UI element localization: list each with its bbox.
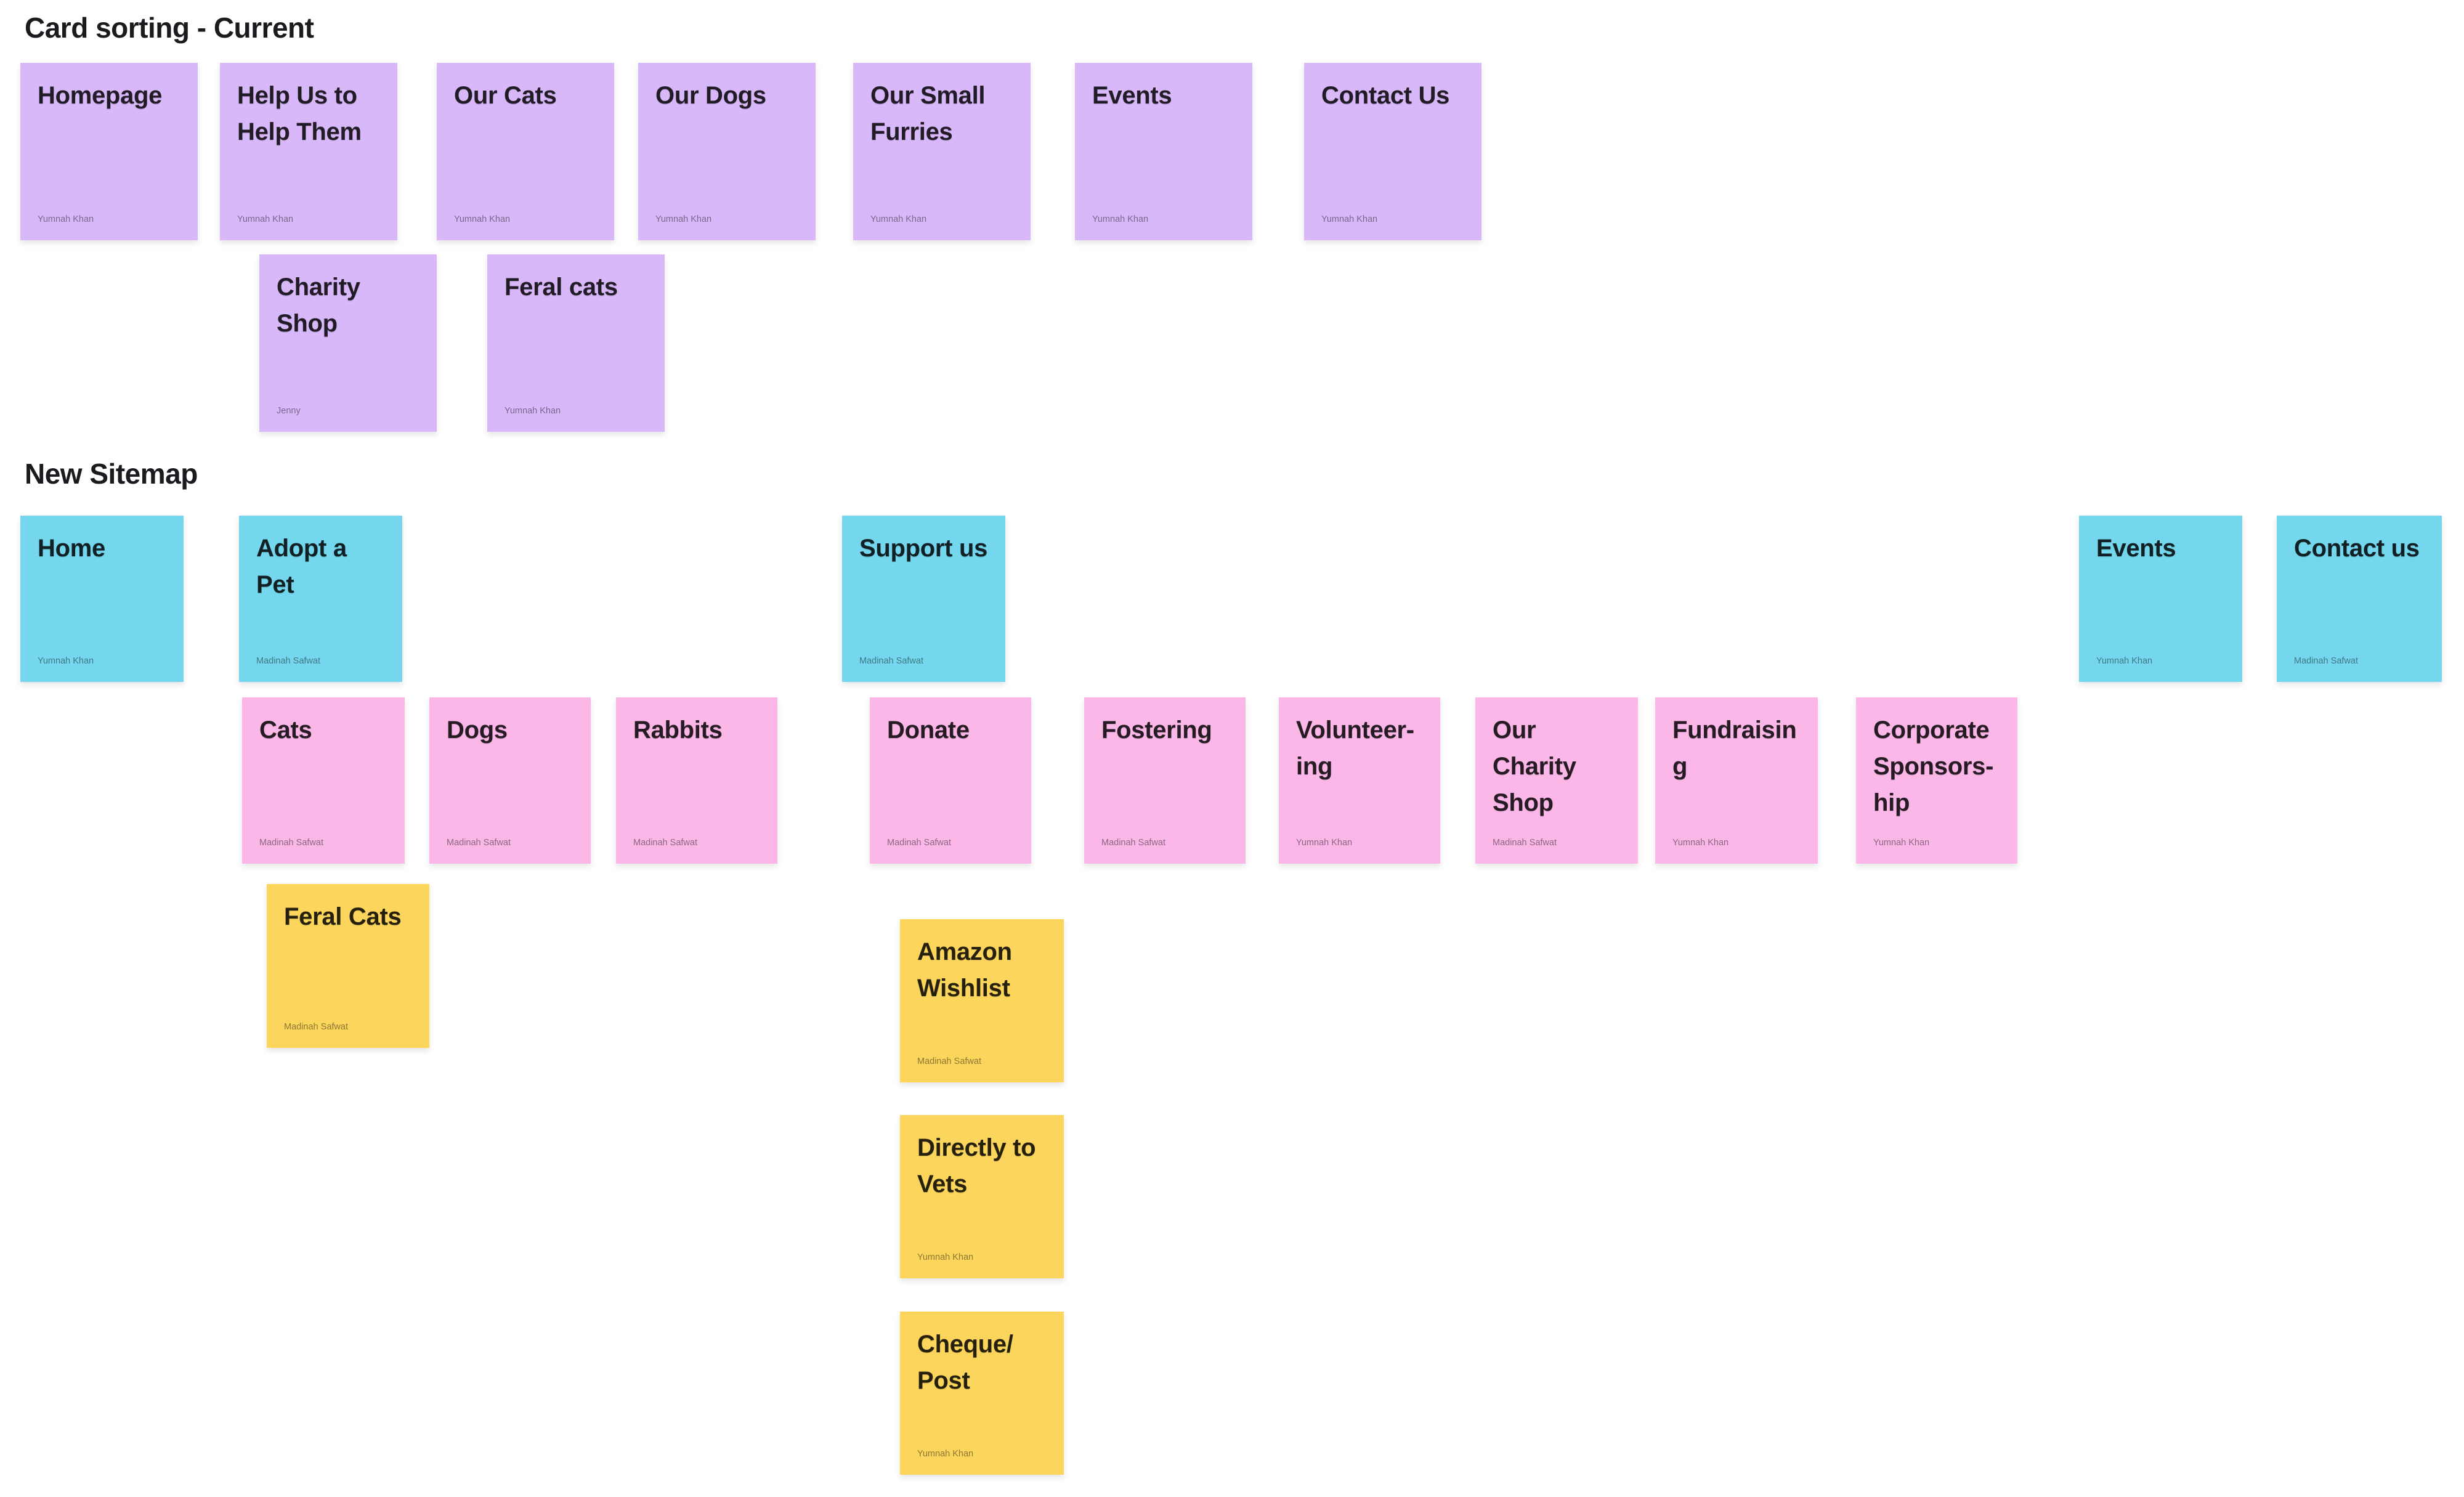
sticky-note-title: Help Us to Help Them — [237, 82, 362, 146]
sticky-note-title: Feral cats — [505, 274, 618, 301]
sticky-note-title: Our Dogs — [655, 82, 766, 109]
sticky-note-support-us[interactable]: Support us Madinah Safwat — [842, 516, 1005, 682]
sticky-note-events[interactable]: Events Yumnah Khan — [1075, 63, 1252, 240]
sticky-note-title: Fundraising — [1672, 716, 1797, 781]
sticky-note-author: Yumnah Khan — [2096, 656, 2153, 666]
sticky-note-author: Madinah Safwat — [2294, 656, 2358, 666]
sticky-note-title: Donate — [887, 716, 970, 744]
sticky-note-home[interactable]: Home Yumnah Khan — [20, 516, 184, 682]
sticky-note-title: Contact us — [2294, 535, 2420, 562]
sticky-note-author: Yumnah Khan — [1321, 214, 1378, 224]
sticky-note-title: Cheque/ Post — [917, 1331, 1013, 1395]
sticky-note-author: Yumnah Khan — [917, 1449, 974, 1459]
sticky-note-volunteer-ing[interactable]: Volunteer-ing Yumnah Khan — [1279, 697, 1440, 864]
sticky-note-author: Madinah Safwat — [859, 656, 923, 666]
sticky-note-title: Adopt a Pet — [256, 535, 347, 599]
sticky-note-our-charity-shop[interactable]: Our Charity Shop Madinah Safwat — [1475, 697, 1638, 864]
sticky-note-title: Feral Cats — [284, 903, 402, 930]
sticky-note-author: Yumnah Khan — [505, 406, 561, 416]
sticky-note-our-small-furries[interactable]: Our Small Furries Yumnah Khan — [853, 63, 1031, 240]
sticky-note-author: Yumnah Khan — [1092, 214, 1149, 224]
sticky-note-fostering[interactable]: Fostering Madinah Safwat — [1084, 697, 1246, 864]
sticky-note-author: Madinah Safwat — [256, 656, 320, 666]
sticky-note-charity-shop[interactable]: Charity Shop Jenny — [259, 254, 437, 432]
sticky-note-title: Cats — [259, 716, 312, 744]
sticky-note-author: Yumnah Khan — [917, 1252, 974, 1262]
sticky-note-author: Yumnah Khan — [454, 214, 511, 224]
sticky-note-title: Amazon Wishlist — [917, 938, 1012, 1002]
sticky-note-author: Madinah Safwat — [1493, 838, 1557, 848]
sticky-note-contact-us[interactable]: Contact Us Yumnah Khan — [1304, 63, 1481, 240]
sticky-note-title: Dogs — [447, 716, 508, 744]
sticky-note-title: Events — [2096, 535, 2176, 562]
sticky-note-title: Support us — [859, 535, 988, 562]
sticky-note-author: Jenny — [277, 406, 301, 416]
sticky-note-title: Fostering — [1101, 716, 1212, 744]
sticky-note-author: Yumnah Khan — [38, 214, 94, 224]
sticky-note-feral-cats[interactable]: Feral cats Yumnah Khan — [487, 254, 665, 432]
sticky-note-directly-to-vets[interactable]: Directly to Vets Yumnah Khan — [900, 1115, 1064, 1278]
section-title-card-sorting-current: Card sorting - Current — [25, 12, 314, 44]
sticky-note-title: Our Cats — [454, 82, 557, 109]
sticky-note-title: Events — [1092, 82, 1172, 109]
sticky-note-cheque-post[interactable]: Cheque/ Post Yumnah Khan — [900, 1312, 1064, 1475]
sticky-note-author: Madinah Safwat — [887, 838, 951, 848]
sticky-note-author: Yumnah Khan — [870, 214, 927, 224]
sticky-note-homepage[interactable]: Homepage Yumnah Khan — [20, 63, 198, 240]
sticky-note-title: Charity Shop — [277, 274, 360, 338]
sticky-note-author: Yumnah Khan — [237, 214, 294, 224]
sticky-note-fundraising[interactable]: Fundraising Yumnah Khan — [1655, 697, 1818, 864]
sticky-note-title: Our Charity Shop — [1493, 716, 1576, 817]
sticky-note-author: Yumnah Khan — [1296, 838, 1353, 848]
sticky-note-author: Madinah Safwat — [284, 1022, 348, 1032]
sticky-note-author: Yumnah Khan — [38, 656, 94, 666]
section-title-new-sitemap: New Sitemap — [25, 458, 198, 490]
sticky-note-corporate-sponsors-hip[interactable]: Corporate Sponsors-hip Yumnah Khan — [1856, 697, 2017, 864]
sticky-note-contact-us[interactable]: Contact us Madinah Safwat — [2277, 516, 2442, 682]
sticky-note-our-dogs[interactable]: Our Dogs Yumnah Khan — [638, 63, 816, 240]
sticky-note-title: Volunteer-ing — [1296, 716, 1414, 781]
sticky-note-our-cats[interactable]: Our Cats Yumnah Khan — [437, 63, 614, 240]
sticky-note-author: Madinah Safwat — [633, 838, 697, 848]
sticky-note-cats[interactable]: Cats Madinah Safwat — [242, 697, 405, 864]
sticky-note-author: Madinah Safwat — [1101, 838, 1165, 848]
sticky-note-feral-cats[interactable]: Feral Cats Madinah Safwat — [267, 884, 429, 1048]
sticky-note-adopt-a-pet[interactable]: Adopt a Pet Madinah Safwat — [239, 516, 402, 682]
sticky-note-author: Yumnah Khan — [1873, 838, 1930, 848]
sticky-note-amazon-wishlist[interactable]: Amazon Wishlist Madinah Safwat — [900, 919, 1064, 1082]
sticky-note-author: Madinah Safwat — [917, 1057, 981, 1066]
sticky-note-title: Contact Us — [1321, 82, 1450, 109]
sticky-note-author: Madinah Safwat — [447, 838, 511, 848]
sticky-note-title: Corporate Sponsors-hip — [1873, 716, 1994, 817]
sticky-note-help-us-to-help-them[interactable]: Help Us to Help Them Yumnah Khan — [220, 63, 397, 240]
sticky-note-author: Yumnah Khan — [655, 214, 712, 224]
sticky-note-events[interactable]: Events Yumnah Khan — [2079, 516, 2242, 682]
sticky-note-title: Home — [38, 535, 105, 562]
sticky-note-author: Yumnah Khan — [1672, 838, 1729, 848]
sticky-note-title: Directly to Vets — [917, 1134, 1036, 1198]
sticky-note-title: Rabbits — [633, 716, 723, 744]
sticky-note-dogs[interactable]: Dogs Madinah Safwat — [429, 697, 591, 864]
sticky-note-donate[interactable]: Donate Madinah Safwat — [870, 697, 1031, 864]
sticky-note-title: Homepage — [38, 82, 163, 109]
sticky-note-rabbits[interactable]: Rabbits Madinah Safwat — [616, 697, 777, 864]
sticky-note-author: Madinah Safwat — [259, 838, 323, 848]
sticky-note-title: Our Small Furries — [870, 82, 986, 146]
